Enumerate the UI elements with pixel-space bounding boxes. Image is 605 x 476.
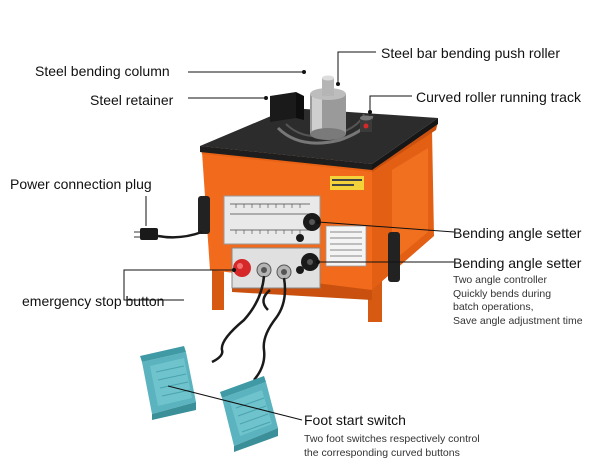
note-angle-controller-line: Two angle controller	[453, 274, 547, 286]
callout-lines	[123, 51, 455, 421]
emergency-stop	[233, 259, 251, 277]
label-bending-angle-setter-1: Bending angle setter	[453, 225, 582, 241]
note-foot-switch: Two foot switches respectively control t…	[304, 433, 480, 460]
foot-pedal-2	[220, 376, 278, 452]
callout-dots	[232, 70, 372, 272]
angle-setter-knob-2	[296, 253, 319, 274]
note-angle-controller-line: batch operations,	[453, 301, 534, 313]
pedal-cables	[211, 275, 287, 381]
note-foot-switch-line: the corresponding curved buttons	[304, 446, 460, 459]
label-emergency-stop-button: emergency stop button	[22, 293, 165, 309]
push-roller	[360, 115, 372, 132]
note-angle-controller-line: Quickly bends during	[453, 287, 552, 300]
label-power-connection-plug: Power connection plug	[10, 176, 152, 192]
angle-setter-knob-1	[296, 213, 321, 242]
bending-column	[310, 75, 346, 140]
note-foot-switch-line: Two foot switches respectively control	[304, 433, 480, 445]
label-foot-start-switch: Foot start switch	[304, 412, 406, 428]
label-steel-bending-column: Steel bending column	[35, 63, 170, 79]
note-angle-controller-line: Save angle adjustment time	[453, 314, 583, 327]
side-handles	[198, 196, 400, 282]
label-bending-angle-setter-2: Bending angle setter	[453, 255, 582, 271]
steel-retainer	[270, 92, 304, 122]
label-steel-retainer: Steel retainer	[90, 92, 174, 108]
power-plug	[134, 228, 203, 240]
foot-pedal-1	[140, 346, 196, 420]
sockets	[256, 262, 292, 280]
label-curved-roller-track: Curved roller running track	[416, 89, 581, 105]
note-angle-controller: Two angle controller Quickly bends durin…	[453, 274, 583, 328]
label-push-roller: Steel bar bending push roller	[381, 45, 561, 61]
warning-sticker	[330, 176, 364, 190]
